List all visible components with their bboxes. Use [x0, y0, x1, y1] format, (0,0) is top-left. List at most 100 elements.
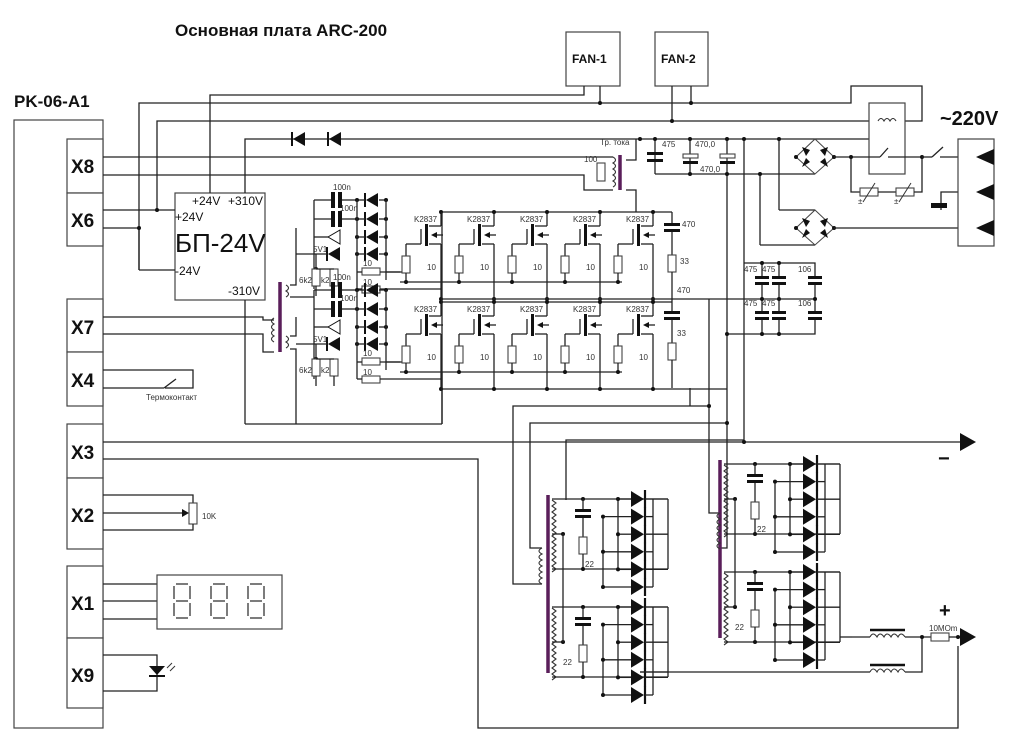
- svg-text:X3: X3: [71, 443, 94, 464]
- svg-text:100n: 100n: [340, 294, 358, 303]
- connector-x7: X7: [66, 298, 104, 353]
- cap-470u-a: 470,0: [682, 140, 716, 164]
- svg-text:K2837: K2837: [626, 215, 650, 224]
- connector-x9: X9: [66, 637, 104, 709]
- svg-text:K2837: K2837: [414, 215, 438, 224]
- connector-x3: X3: [66, 423, 104, 479]
- connector-x8: X8: [66, 138, 104, 194]
- svg-text:106: 106: [798, 299, 812, 308]
- terminal-pe-icon: [976, 184, 994, 200]
- mosfet-1-3: K2837 10: [507, 210, 549, 301]
- svg-text:10: 10: [363, 259, 372, 268]
- svg-text:5V1: 5V1: [313, 335, 328, 344]
- svg-text:10: 10: [586, 263, 595, 272]
- svg-text:K2837: K2837: [520, 215, 544, 224]
- cap-470u-b: 470,0: [700, 153, 736, 174]
- svg-text:X8: X8: [71, 157, 94, 178]
- transformer-primary: [538, 547, 544, 585]
- transformer-primary: [716, 512, 722, 550]
- svg-text:Тр. тока: Тр. тока: [600, 138, 630, 147]
- snubber: 470 33 470 33: [664, 212, 696, 388]
- svg-text:100: 100: [584, 155, 598, 164]
- svg-text:100n: 100n: [333, 183, 351, 192]
- dc-bus: [640, 138, 880, 420]
- svg-text:K2837: K2837: [520, 305, 544, 314]
- svg-text:K2837: K2837: [573, 305, 597, 314]
- svg-text:106: 106: [798, 265, 812, 274]
- svg-text:6k2: 6k2: [299, 276, 312, 285]
- led-display: [103, 574, 283, 630]
- bridge-rectifier-1: [795, 138, 835, 175]
- svg-text:FAN-2: FAN-2: [661, 52, 696, 66]
- cap-475-top: 475: [647, 140, 676, 162]
- svg-text:470,0: 470,0: [700, 165, 721, 174]
- mosfet-1-1: K2837 10: [401, 210, 443, 301]
- svg-text:Термоконтакт: Термоконтакт: [146, 393, 197, 402]
- connector-x4: X4: [66, 351, 104, 407]
- svg-text:БП-24V: БП-24V: [175, 228, 266, 258]
- svg-text:33: 33: [677, 329, 686, 338]
- svg-text:K2837: K2837: [467, 215, 491, 224]
- svg-text:X2: X2: [71, 506, 94, 527]
- diode-310-a: [291, 132, 305, 146]
- svg-text:10: 10: [427, 263, 436, 272]
- output-wiring: [103, 299, 960, 729]
- mosfet-2-3: K2837 10: [507, 300, 549, 391]
- svg-text:33: 33: [680, 257, 689, 266]
- mosfet-1-5: K2837 10: [613, 210, 655, 301]
- svg-text:22: 22: [563, 658, 572, 667]
- svg-text:X9: X9: [71, 666, 94, 687]
- svg-text:10: 10: [639, 263, 648, 272]
- svg-text:475: 475: [762, 265, 776, 274]
- display-digit: [210, 583, 228, 619]
- mains-label: ~220V: [940, 108, 999, 130]
- status-led: [103, 654, 176, 692]
- svg-text:X1: X1: [71, 594, 95, 615]
- svg-text:10K: 10K: [202, 512, 217, 521]
- svg-text:X4: X4: [71, 371, 95, 392]
- bridge-rectifier-2: [795, 209, 835, 246]
- top-wiring: [103, 85, 923, 425]
- schematic-title: Основная плата ARC-200: [175, 21, 387, 40]
- thermistors: ± ±: [850, 157, 923, 206]
- svg-text:10: 10: [363, 278, 372, 287]
- svg-text:k2: k2: [321, 276, 330, 285]
- connector-x2: X2: [66, 477, 104, 550]
- svg-text:475: 475: [762, 299, 776, 308]
- potentiometer: 10K: [103, 494, 217, 531]
- svg-text:100n: 100n: [340, 204, 358, 213]
- svg-text:100n: 100n: [333, 273, 351, 282]
- svg-text:X7: X7: [71, 318, 94, 339]
- svg-text:±: ±: [894, 197, 899, 206]
- output-minus-arrow-icon: [960, 433, 976, 451]
- svg-text:K2837: K2837: [573, 215, 597, 224]
- svg-text:+310V: +310V: [228, 194, 263, 208]
- svg-text:10: 10: [427, 353, 436, 362]
- svg-text:22: 22: [585, 560, 594, 569]
- connector-x6: X6: [66, 192, 104, 247]
- svg-text:-24V: -24V: [175, 264, 200, 278]
- fan-1: FAN-1: [565, 31, 621, 87]
- gate-driver-2: 100n 100n 5V1 10 10 6k2 k2: [296, 273, 442, 386]
- output-chokes: 10MOm: [640, 624, 960, 674]
- svg-text:+24V: +24V: [192, 194, 220, 208]
- svg-text:470: 470: [677, 286, 691, 295]
- svg-text:+24V: +24V: [175, 210, 203, 224]
- svg-text:-310V: -310V: [228, 284, 260, 298]
- svg-text:10: 10: [533, 263, 542, 272]
- control-board-name: PK-06-A1: [14, 92, 90, 111]
- svg-text:10: 10: [533, 353, 542, 362]
- terminal-l-icon: [976, 149, 994, 165]
- svg-text:±: ±: [858, 197, 863, 206]
- svg-text:10: 10: [363, 349, 372, 358]
- svg-text:K2837: K2837: [626, 305, 650, 314]
- display-digit: [173, 583, 191, 619]
- filter-capacitor-bank: 475 475 106 475 475 106: [709, 262, 822, 335]
- output-plus-arrow-icon: [960, 628, 976, 646]
